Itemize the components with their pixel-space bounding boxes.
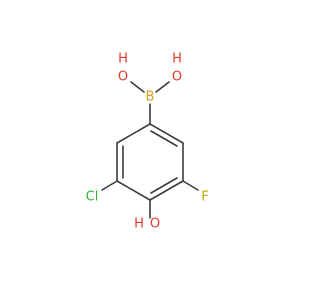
oxygen-top-left-label: O	[118, 70, 128, 85]
bonds	[101, 81, 199, 219]
oxygen-top-right-label: O	[172, 70, 182, 85]
ring-bond-c3-c4	[149, 180, 184, 201]
fluorine-label: F	[201, 190, 208, 205]
boron-label: B	[146, 90, 155, 105]
bond-ring-chlorine	[101, 180, 118, 191]
hydroxyl-oxygen-label: O	[150, 217, 160, 232]
hydrogen-top-left-label: H	[118, 52, 128, 67]
chlorine-label: Cl	[86, 190, 99, 205]
atom-labels: B O H O H Cl F O H	[86, 52, 209, 232]
ring-bond-c1-c2	[149, 123, 184, 144]
ring-double-bond-c1-c2	[150, 130, 178, 147]
molecule-structure-diagram: B O H O H Cl F O H	[86, 52, 209, 232]
ring-bond-c4-c5	[116, 180, 151, 201]
ring-double-bond-c3-c4	[150, 177, 178, 194]
hydroxyl-hydrogen-label: H	[134, 217, 144, 232]
bond-ring-fluorine	[182, 180, 199, 191]
bond-boron-oxygen-right	[155, 81, 170, 93]
hydrogen-top-right-label: H	[172, 52, 182, 67]
ring-bond-c6-c1	[116, 123, 151, 144]
bond-boron-oxygen-left	[130, 81, 145, 93]
